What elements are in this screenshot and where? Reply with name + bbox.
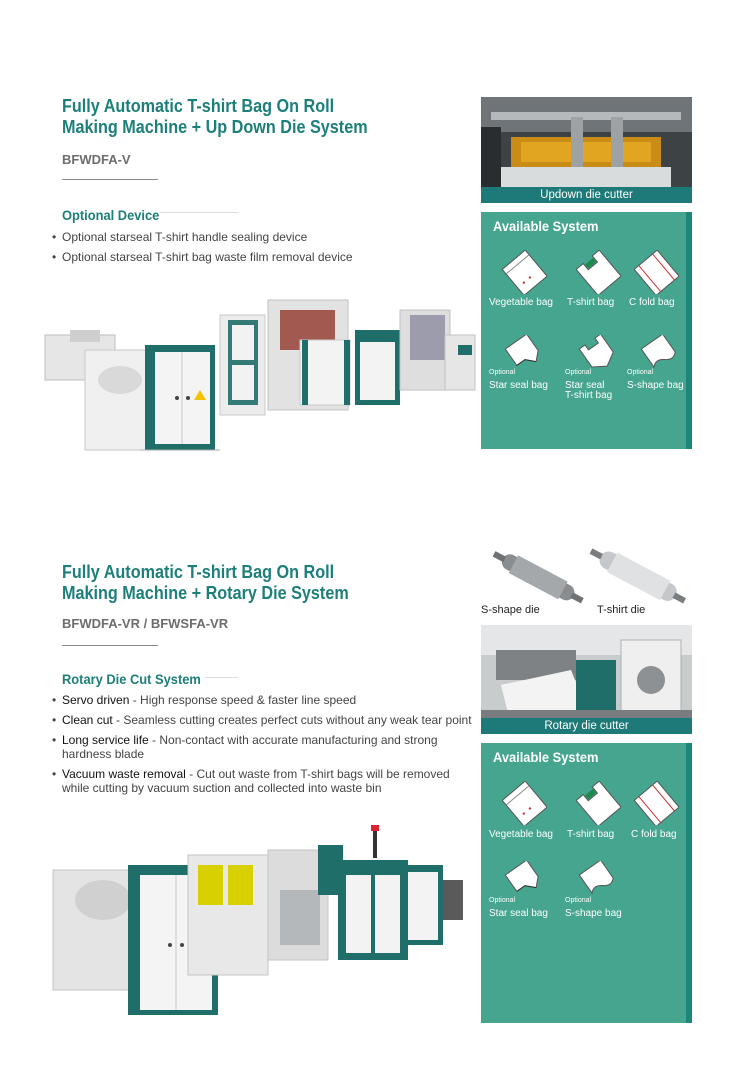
star-seal-bag-icon xyxy=(504,861,539,893)
divider xyxy=(62,179,158,180)
updown-die-photo: Updown die cutter xyxy=(481,97,692,203)
model-number: BFWDFA-VR / BFWSFA-VR xyxy=(62,616,229,631)
tshirt-die-label: T-shirt die xyxy=(597,604,646,616)
cfold-bag-icon xyxy=(633,781,679,825)
divider xyxy=(205,677,238,678)
bag-cfold: C fold bag xyxy=(621,250,691,308)
rotary-dies-image: S-shape die T-shirt die xyxy=(481,540,692,628)
bag-tshirt: T-shirt bag xyxy=(563,781,633,840)
bag-vegetable: Vegetable bag xyxy=(489,250,559,308)
tshirt-bag-icon xyxy=(575,250,621,294)
list-item: •Vacuum waste removal - Cut out waste fr… xyxy=(52,767,450,795)
bag-star-seal-tshirt: Optional Star seal T-shirt bag xyxy=(563,335,633,401)
list-item: •Clean cut - Seamless cutting creates pe… xyxy=(52,713,472,727)
title-line: Making Machine + Up Down Die System xyxy=(62,117,368,137)
bag-tshirt: T-shirt bag xyxy=(563,250,633,308)
bag-star-seal: Optional Star seal bag xyxy=(489,335,559,391)
s-shape-die-label: S-shape die xyxy=(481,604,540,616)
divider xyxy=(160,212,238,213)
rotary-die-photo: Rotary die cutter xyxy=(481,625,692,734)
list-item: •Servo driven - High response speed & fa… xyxy=(52,693,357,707)
available-system-panel: Available System Vegetable bag T-shirt b… xyxy=(481,743,692,1023)
divider xyxy=(62,645,158,646)
cfold-bag-icon xyxy=(633,250,679,294)
section-title: Fully Automatic T-shirt Bag On Roll Maki… xyxy=(62,562,349,604)
list-item: •Optional starseal T-shirt handle sealin… xyxy=(52,230,308,244)
s-shape-bag-icon xyxy=(640,335,676,369)
bag-s-shape: Optional S-shape bag xyxy=(563,861,633,919)
star-seal-bag-icon xyxy=(504,335,539,367)
tshirt-bag-icon xyxy=(575,781,621,825)
vegetable-bag-icon xyxy=(501,781,547,825)
title-line: Making Machine + Rotary Die System xyxy=(62,583,349,603)
machine-illustration xyxy=(44,299,476,451)
die-cutter-image xyxy=(481,97,692,203)
s-shape-bag-icon xyxy=(578,861,614,895)
die-rollers-illustration xyxy=(492,548,686,604)
panel-title: Available System xyxy=(493,218,599,234)
list-item: •Long service life - Non-contact with ac… xyxy=(52,733,438,761)
section-updown-die: Fully Automatic T-shirt Bag On Roll Maki… xyxy=(0,0,745,500)
bag-star-seal: Optional Star seal bag xyxy=(489,861,559,919)
bag-vegetable: Vegetable bag xyxy=(489,781,559,840)
panel-title: Available System xyxy=(493,749,599,765)
rotary-cutter-image xyxy=(481,625,692,734)
bag-s-shape: Optional S-shape bag xyxy=(625,335,695,391)
vegetable-bag-icon xyxy=(501,250,547,294)
machine-illustration xyxy=(52,825,463,1015)
section-rotary-die: S-shape die T-shirt die Fully Automatic … xyxy=(0,530,745,1087)
model-number: BFWDFA-V xyxy=(62,152,131,167)
title-line: Fully Automatic T-shirt Bag On Roll xyxy=(62,562,335,582)
bullet-list: •Servo driven - High response speed & fa… xyxy=(52,693,472,801)
photo-caption: Updown die cutter xyxy=(481,187,692,203)
title-line: Fully Automatic T-shirt Bag On Roll xyxy=(62,96,335,116)
section-title: Fully Automatic T-shirt Bag On Roll Maki… xyxy=(62,96,368,138)
subhead-optional-device: Optional Device xyxy=(62,207,160,223)
bullet-list: •Optional starseal T-shirt handle sealin… xyxy=(52,230,472,270)
list-item: •Optional starseal T-shirt bag waste fil… xyxy=(52,250,353,264)
available-system-panel: Available System Vegetable bag T-shirt b… xyxy=(481,212,692,449)
subhead-rotary-die: Rotary Die Cut System xyxy=(62,671,201,687)
star-seal-tshirt-icon xyxy=(578,335,614,368)
photo-caption: Rotary die cutter xyxy=(481,718,692,734)
bag-cfold: C fold bag xyxy=(621,781,691,840)
